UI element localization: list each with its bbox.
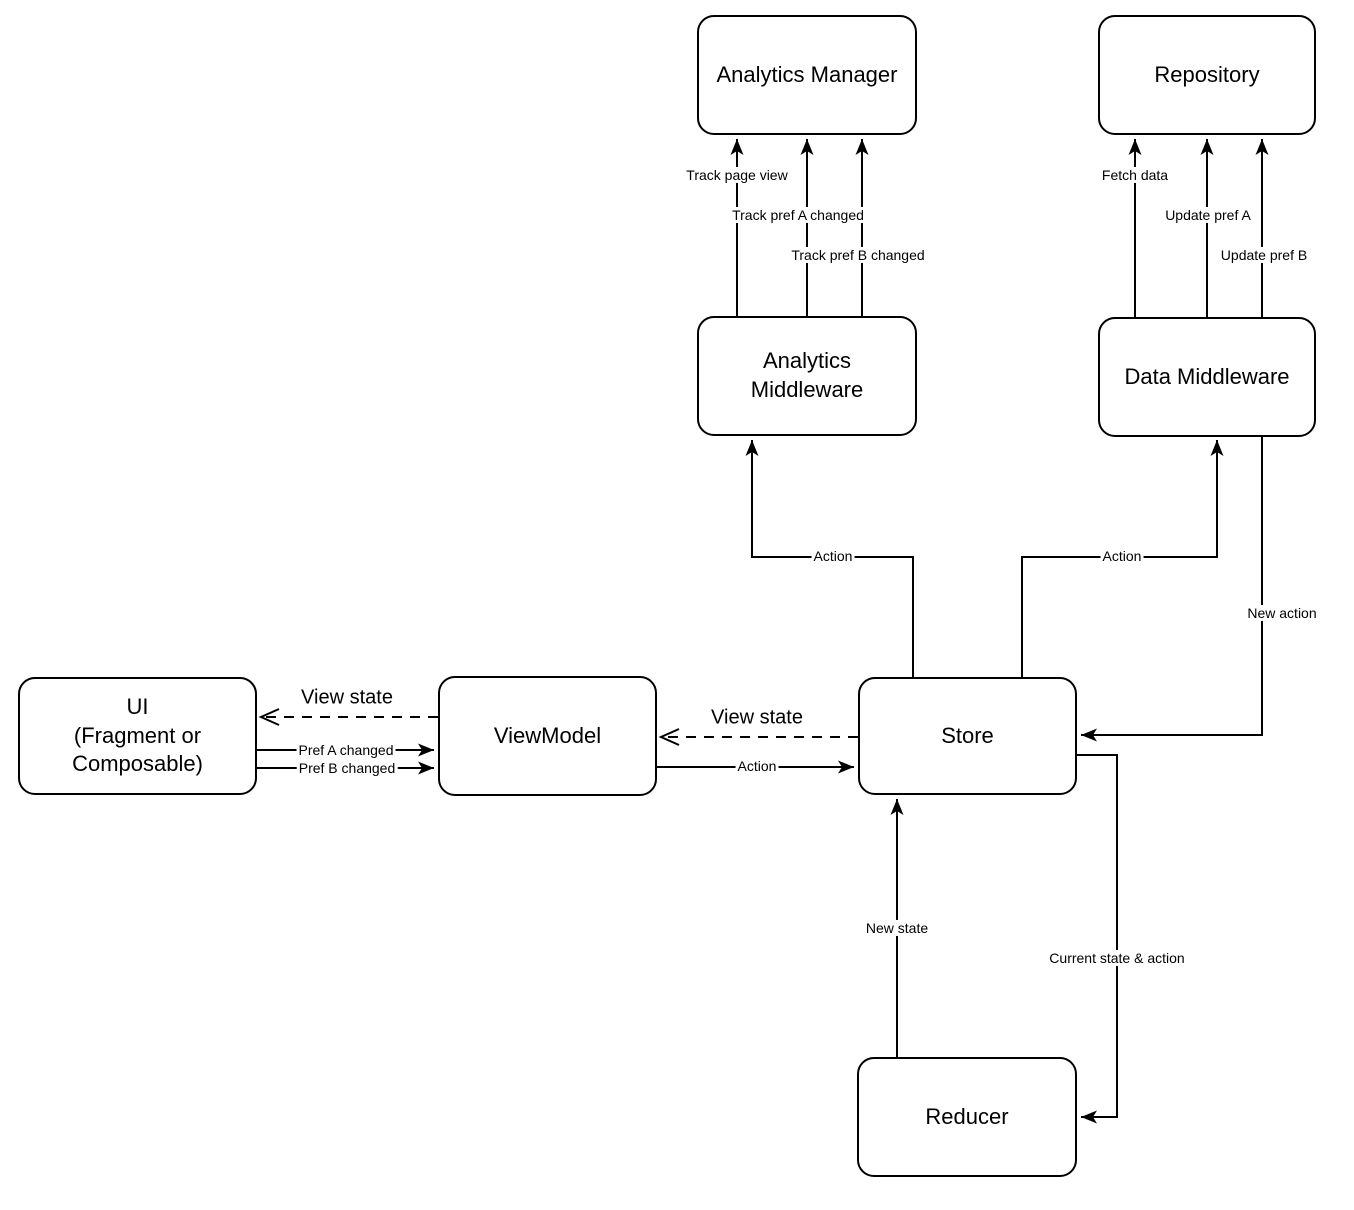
node-analytics-middleware: Analytics Middleware bbox=[697, 316, 917, 436]
edge-label-action-to-data-middleware: Action bbox=[1100, 547, 1144, 565]
node-ui: UI (Fragment or Composable) bbox=[18, 677, 257, 795]
edge-label-fetch-data: Fetch data bbox=[1099, 166, 1171, 184]
edge-label-action-to-analytics-middleware: Action bbox=[811, 547, 855, 565]
node-reducer: Reducer bbox=[857, 1057, 1077, 1177]
node-repository: Repository bbox=[1098, 15, 1316, 135]
edge-label-view-state-viewmodel-ui: View state bbox=[299, 686, 395, 710]
edge-label-track-page-view: Track page view bbox=[684, 166, 790, 184]
edge-label-track-pref-a-changed: Track pref A changed bbox=[730, 206, 866, 224]
edge-label-update-pref-a: Update pref A bbox=[1163, 206, 1253, 224]
node-store: Store bbox=[858, 677, 1077, 795]
edge-label-view-state-store-viewmodel: View state bbox=[709, 706, 805, 730]
edge-label-track-pref-b-changed: Track pref B changed bbox=[789, 246, 927, 264]
node-analytics-manager: Analytics Manager bbox=[697, 15, 917, 135]
edge-label-pref-a-changed: Pref A changed bbox=[296, 741, 396, 759]
edge-label-current-state-and-action: Current state & action bbox=[1047, 949, 1187, 967]
edge-label-new-action: New action bbox=[1245, 604, 1319, 622]
node-viewmodel: ViewModel bbox=[438, 676, 657, 796]
edge-label-update-pref-b: Update pref B bbox=[1218, 246, 1310, 264]
edge-label-action-viewmodel-store: Action bbox=[735, 757, 779, 775]
edge-label-new-state: New state bbox=[863, 919, 931, 937]
node-data-middleware: Data Middleware bbox=[1098, 317, 1316, 437]
edge-label-pref-b-changed: Pref B changed bbox=[296, 759, 398, 777]
edge-new-action bbox=[1081, 437, 1263, 742]
edge-current-state-and-action bbox=[1077, 754, 1118, 1124]
